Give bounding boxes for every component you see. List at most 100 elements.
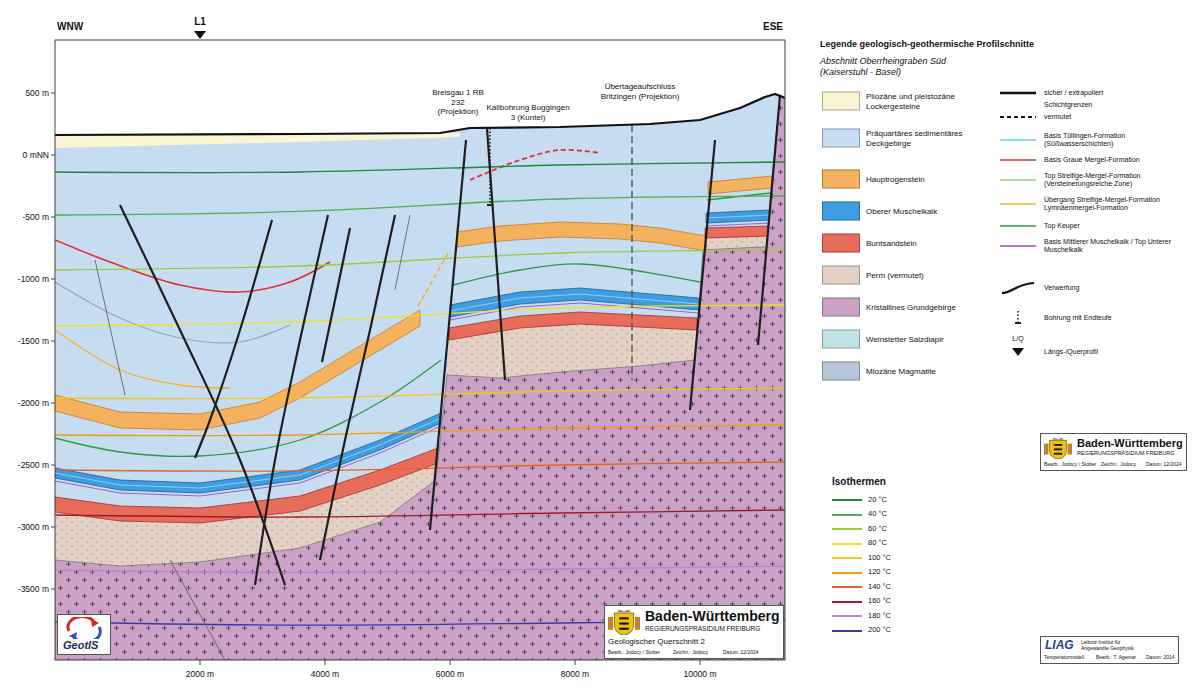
label-text: 500 m xyxy=(25,88,49,98)
legend-line-sample xyxy=(998,311,1038,325)
title-block: Baden-WürttembergREGIERUNGSPRÄSIDIUM FRE… xyxy=(1040,433,1187,471)
legend-swatch xyxy=(822,330,860,349)
isotherm-line xyxy=(55,388,785,398)
legend-item: 180 °C xyxy=(832,609,928,623)
legend-text: Pliozäne und pleistozäne Lockergesteine xyxy=(866,92,981,110)
fault-line-thin xyxy=(95,260,125,395)
legend-text: Top Keuper xyxy=(1044,222,1194,230)
legend-line-sample xyxy=(832,609,862,623)
title-block: Baden-WürttembergREGIERUNGSPRÄSIDIUM FRE… xyxy=(604,605,784,659)
legend-line-sample xyxy=(832,595,862,609)
legend-line-sample xyxy=(832,624,862,638)
title-block: LIAG Leibniz-Institut für Angewandte Geop… xyxy=(1040,636,1179,664)
legend-swatch xyxy=(822,129,860,148)
muschelkalk-stripe xyxy=(450,294,699,311)
legend-text: Bohrung mit Endteufe xyxy=(1044,314,1194,322)
label-text: 6000 m xyxy=(436,669,464,679)
legend-line-sample xyxy=(998,110,1038,124)
legend-item: 40 °C xyxy=(832,508,928,522)
fault-line xyxy=(195,220,272,458)
legend-line-sample xyxy=(832,537,862,551)
legend-item: Basis Graue Mergel-Formation xyxy=(998,153,1194,167)
legend-line-sample xyxy=(998,219,1038,233)
legend-text: Weinstetter Salzdiapir xyxy=(866,334,981,343)
legend-text: 20 °C xyxy=(868,496,928,505)
legend-text: Verwerfung xyxy=(1044,284,1194,292)
fault-line-thin xyxy=(170,560,225,660)
legend-item: 80 °C xyxy=(832,537,928,551)
legend-line-sample xyxy=(998,153,1038,167)
label-text: ESE xyxy=(763,21,783,33)
legend-text: Buntsandstein xyxy=(866,238,981,247)
legend-line-sample xyxy=(832,566,862,580)
title-block: GeotIS xyxy=(57,614,111,655)
title-block-text: Leibniz-Institut für Angewandte Geophysi… xyxy=(1081,640,1143,652)
legend-swatch xyxy=(822,170,860,189)
sediment-cover xyxy=(55,94,785,660)
legend-item: Pliozäne und pleistozäne Lockergesteine xyxy=(822,92,981,111)
legend-swatch xyxy=(822,92,860,111)
title-block-text: REGIERUNGSPRÄSIDIUM FREIBURG xyxy=(1077,450,1174,456)
legend-item: 120 °C xyxy=(832,566,928,580)
legend-item: Längs-/Querprofil xyxy=(998,345,1194,359)
title-block-text: Datum: 12/2024 xyxy=(723,650,759,656)
fault-line xyxy=(120,205,285,585)
legend-text: 40 °C xyxy=(868,510,928,519)
title-block-text: LIAG xyxy=(1045,639,1074,653)
top-keuper-line xyxy=(55,360,441,456)
legend-item: Buntsandstein xyxy=(822,234,981,253)
legend-swatch xyxy=(822,234,860,253)
mittlerer-muschelkalk-line xyxy=(55,426,441,496)
legend-text: 120 °C xyxy=(868,568,928,577)
legend-item: Hauptrogenstein xyxy=(822,170,981,189)
legend-text: 160 °C xyxy=(868,597,928,606)
legend-item: Präquartäres sedimentäres Deckgebirge xyxy=(822,129,981,148)
label-text: 10000 m xyxy=(683,669,716,679)
legend-item: Verwerfung xyxy=(998,281,1194,295)
legend-line-sample xyxy=(832,551,862,565)
legend-item: Übergang Streifige-Mergel-Formation Lymn… xyxy=(998,196,1194,212)
legend-item: Top Streifige-Mergel-Formation (Verstein… xyxy=(998,172,1194,188)
legend-item: vermutet xyxy=(998,110,1194,124)
coat-of-arms-logo xyxy=(608,609,640,635)
legend-item: Basis Tüllingen-Formation (Süßwasserschi… xyxy=(998,132,1194,148)
fault-line-thin xyxy=(395,215,410,290)
legend-item: Weinstetter Salzdiapir xyxy=(822,330,981,349)
legend-swatch xyxy=(822,266,860,285)
isotherm-line xyxy=(55,462,785,471)
legend-text: 140 °C xyxy=(868,583,928,592)
geology xyxy=(55,94,785,660)
legend-line-sample xyxy=(832,493,862,507)
legend-text: Hauptrogenstein xyxy=(866,174,981,183)
legend-text: Oberer Muschelkalk xyxy=(866,206,981,215)
legend-item: Miozäne Magmatite xyxy=(822,362,981,381)
legend-line-sample xyxy=(998,197,1038,211)
legend-line-sample xyxy=(832,508,862,522)
borehole-end xyxy=(487,204,493,206)
label-text: Kalibohrung Buggingen 3 (Kuntel) xyxy=(485,103,571,122)
mittlerer-muschelkalk-line xyxy=(706,223,770,226)
profile-marker xyxy=(194,31,206,39)
title-block-text: Datum: 2014 xyxy=(1146,655,1175,661)
title-block-text: GeotIS xyxy=(63,639,98,652)
fault-line xyxy=(255,215,328,585)
buntsandstein-layer xyxy=(705,226,769,238)
legend-line-sample xyxy=(832,580,862,594)
legend-item: 20 °C xyxy=(832,493,928,507)
label-text: L/Q xyxy=(1012,335,1023,343)
legend-line-sample xyxy=(832,522,862,536)
label-text: Legende geologisch-geothermische Profils… xyxy=(820,39,1034,50)
isotherm-line xyxy=(55,305,785,326)
title-block-text: REGIERUNGSPRÄSIDIUM FREIBURG xyxy=(645,625,760,632)
title-block-text: Bearb.: Jodocy / Stober xyxy=(608,650,660,656)
legend-line-sample xyxy=(998,86,1038,100)
label-text: Isothermen xyxy=(832,476,886,488)
buntsandstein-layer xyxy=(449,312,697,340)
label-text: -3500 m xyxy=(18,584,49,594)
fault-line xyxy=(690,140,715,410)
legend-text: 100 °C xyxy=(868,554,928,563)
legend-item: sicher / extrapoliert xyxy=(998,86,1194,100)
fault-line xyxy=(320,215,395,560)
label-text: 8000 m xyxy=(561,669,589,679)
